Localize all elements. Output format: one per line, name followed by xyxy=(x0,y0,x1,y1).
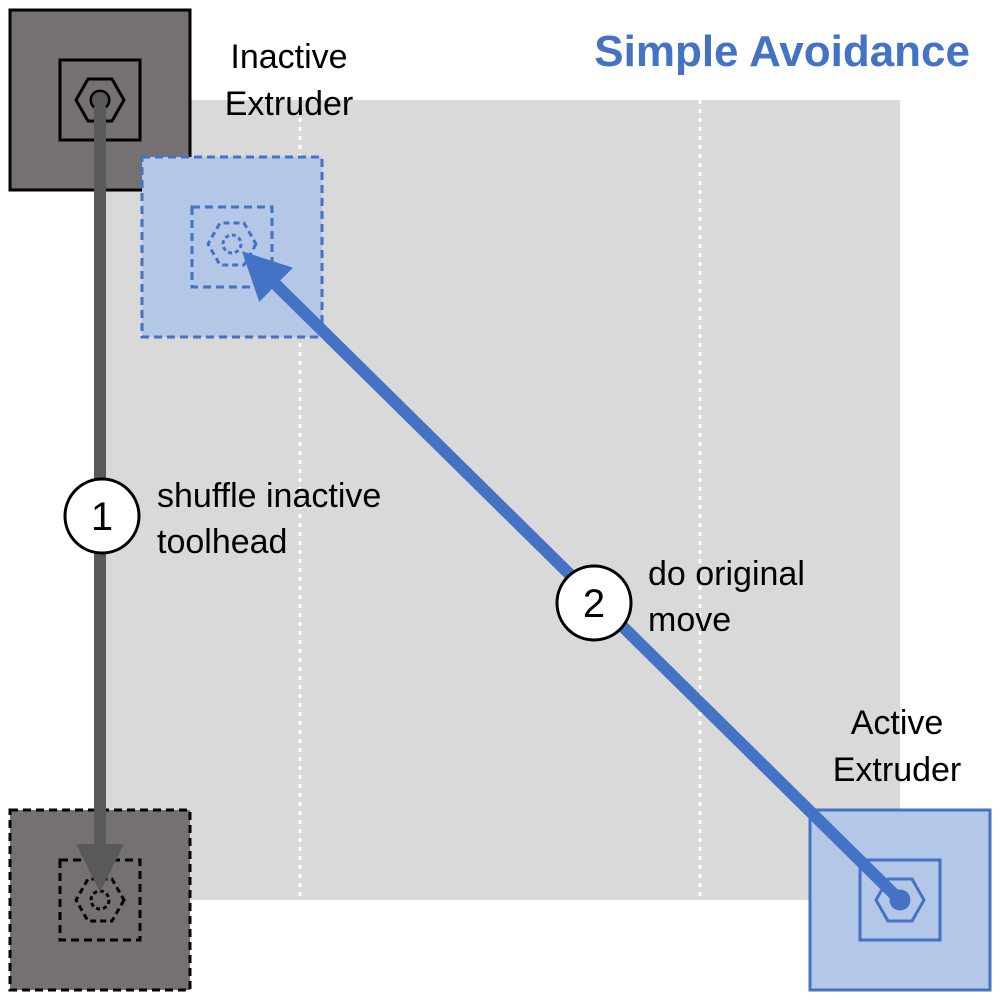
step-2-number: 2 xyxy=(583,582,605,626)
inactive-extruder-label-line-2: Extruder xyxy=(225,85,354,123)
step-1-text-line-2: toolhead xyxy=(157,523,287,561)
step-2-text-line-2: move xyxy=(648,601,731,639)
inactive-extruder-label-line-1: Inactive xyxy=(230,38,347,76)
active-start-dot xyxy=(892,892,908,908)
active-extruder-label-line-2: Extruder xyxy=(833,751,962,789)
step-1-text-line-1: shuffle inactive xyxy=(157,477,381,515)
step-1-badge: 1 xyxy=(63,477,141,555)
active-extruder-label-line-1: Active xyxy=(851,704,944,742)
step-2-badge: 2 xyxy=(555,564,633,642)
step-2-text-line-1: do original xyxy=(648,555,805,593)
step-1-number: 1 xyxy=(91,495,113,539)
diagram-title: Simple Avoidance xyxy=(594,27,970,76)
nozzle-icon xyxy=(874,877,926,923)
inactive-start-dot xyxy=(92,92,108,108)
active-extruder-target xyxy=(140,155,324,339)
